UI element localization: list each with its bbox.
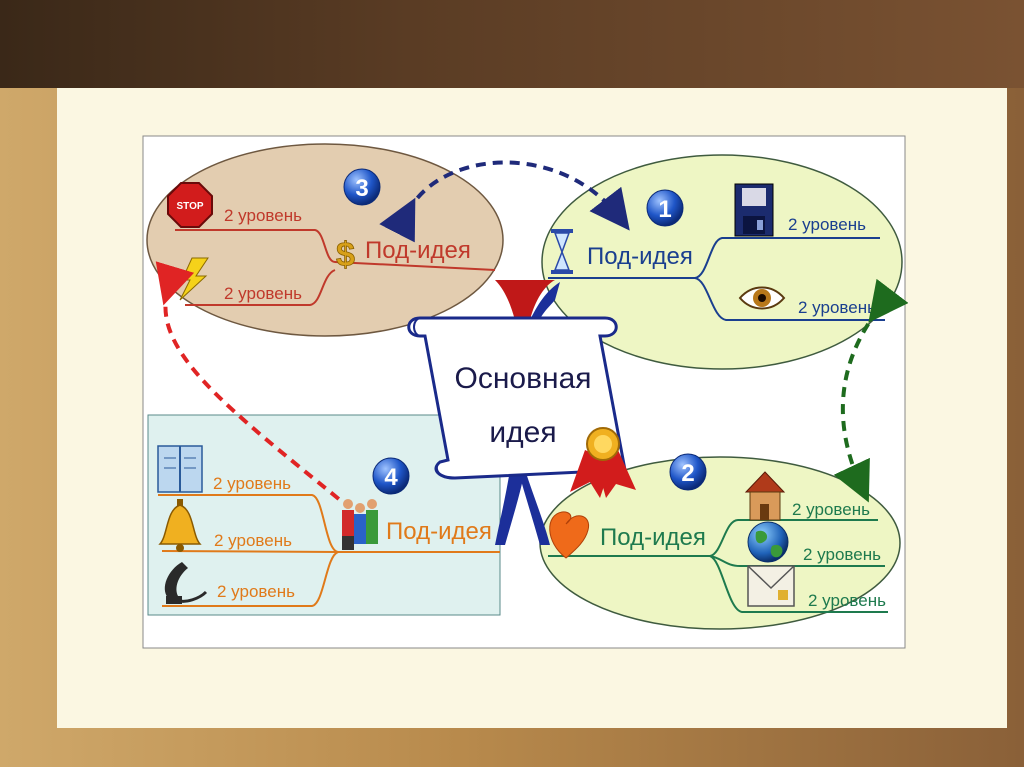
bell-icon	[158, 499, 202, 552]
house-icon	[744, 471, 786, 521]
level2-1a: 2 уровень	[788, 215, 866, 234]
ribbon-leg-top-red	[495, 280, 555, 340]
number-badge-2	[669, 453, 707, 491]
floppy-disk-icon	[734, 183, 774, 237]
subidea-1-title: Под-идея	[587, 243, 693, 270]
level2-4b: 2 уровень	[214, 531, 292, 550]
level2-1b: 2 уровень	[798, 298, 876, 317]
stop-sign-text: STOP	[176, 201, 203, 212]
central-scroll	[407, 316, 627, 480]
people-icon	[342, 499, 378, 550]
phone-icon	[164, 562, 208, 604]
branch-2: 2 Под-идея 2 уровень 2 уровень 2 уровень	[548, 453, 888, 613]
eye-icon	[738, 286, 786, 310]
slide-header-band	[0, 0, 1024, 88]
number-badge-4	[372, 457, 410, 495]
level2-3b: 2 уровень	[224, 284, 302, 303]
award-rosette-icon	[570, 427, 636, 498]
level2-4c: 2 уровень	[217, 582, 295, 601]
book-icon	[157, 445, 203, 493]
level2-2c: 2 уровень	[808, 591, 886, 610]
bubble-branch-1	[541, 154, 903, 370]
ribbon-leg-bottom-blue	[495, 470, 525, 545]
number-1: 1	[658, 196, 671, 223]
level2-3a: 2 уровень	[224, 206, 302, 225]
arrow-link-3-4	[155, 261, 342, 502]
central-idea-line2: идея	[489, 416, 556, 449]
arrow-link-3-1	[379, 160, 630, 243]
number-3: 3	[355, 175, 368, 202]
dollar-icon: $	[336, 236, 355, 274]
level2-2a: 2 уровень	[792, 500, 870, 519]
arrow-link-1-2	[833, 278, 909, 503]
branch-4: 4 Под-идея 2 уровень 2 уровень 2 уровень	[157, 445, 500, 607]
central-idea-line1: Основная	[454, 362, 591, 395]
number-4: 4	[384, 464, 398, 491]
heart-icon	[549, 511, 590, 559]
number-2: 2	[681, 460, 694, 487]
globe-icon	[747, 521, 789, 563]
envelope-icon	[747, 565, 795, 607]
subidea-2-title: Под-идея	[600, 524, 706, 551]
ribbon-leg-bottom-blue-2	[518, 470, 550, 545]
stop-sign-icon: STOP	[167, 182, 213, 228]
level2-2b: 2 уровень	[803, 545, 881, 564]
subidea-4-title: Под-идея	[386, 518, 492, 545]
subidea-3-title: Под-идея	[365, 237, 471, 264]
number-badge-1	[646, 189, 684, 227]
level2-4a: 2 уровень	[213, 474, 291, 493]
